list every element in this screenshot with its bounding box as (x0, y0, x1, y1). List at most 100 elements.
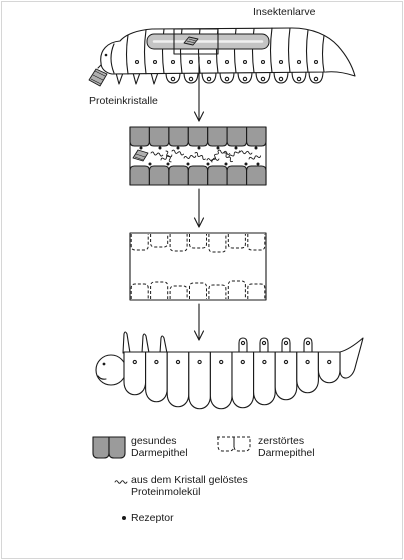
proleg (238, 337, 248, 354)
spiracle (278, 59, 284, 65)
healthy-epithelium-cells (129, 126, 267, 186)
larva-eye (104, 53, 108, 57)
legend: gesundes Darmepithel zerstörtes Darmepit… (92, 435, 315, 524)
receptor (254, 146, 258, 150)
body-segment (296, 351, 319, 394)
receptor (176, 146, 180, 150)
healthy-cell-lower (207, 165, 228, 186)
larva-mouth (97, 375, 107, 380)
healthy-cell-upper (226, 126, 248, 147)
healthy-cell-lower (129, 165, 150, 186)
proleg-crochet (170, 76, 176, 82)
protein-molecule (150, 151, 164, 157)
segment-boundary (197, 28, 201, 74)
legend-healthy-cell (92, 436, 110, 459)
protein-molecules (150, 149, 262, 163)
legend-receptor-label: Rezeptor (131, 512, 174, 524)
proleg-crochet (260, 76, 266, 82)
larva-head (97, 43, 115, 74)
proleg-crochet (305, 340, 311, 346)
legend-healthy-line2: Darmepithel (131, 447, 188, 459)
dissolving-crystal (132, 149, 149, 162)
legend-healthy-cell (108, 436, 126, 459)
thoracic-leg (141, 333, 150, 354)
spiracle (313, 59, 319, 65)
legend-destroyed-line2: Darmepithel (258, 447, 315, 459)
legend-healthy-icon (92, 436, 126, 459)
spiracle (197, 359, 202, 365)
healthy-larva (97, 27, 356, 85)
destroyed-cell-upper (227, 234, 246, 249)
crystal-hatching (186, 38, 197, 44)
healthy-cell-lower (226, 165, 248, 186)
proleg-crochet (278, 76, 284, 82)
receptor (197, 146, 201, 150)
legend-destroyed-cell (217, 437, 235, 452)
protein-molecule (165, 150, 172, 163)
proleg-crochet (242, 76, 248, 82)
protein-molecule (228, 150, 240, 158)
protein-molecule (211, 151, 219, 163)
protein-molecule (217, 149, 231, 155)
larva-mouth (97, 64, 102, 69)
proleg-crochet (313, 76, 319, 82)
segment-boundary (305, 29, 309, 73)
legend-protein-line2: Proteinmolekül (131, 486, 200, 498)
protein-molecule (171, 149, 185, 156)
receptors (139, 146, 260, 166)
proleg-crochet (261, 340, 267, 346)
legend-receptor-icon (122, 516, 126, 520)
larva-tail (339, 337, 364, 379)
arrowhead (193, 330, 205, 341)
dead-larva (95, 331, 364, 410)
head-boundary (110, 43, 115, 74)
spiracle (327, 359, 332, 365)
thoracic-leg (122, 331, 131, 354)
spiracle (188, 59, 194, 65)
destroyed-cell-lower (130, 283, 149, 299)
destroyed-cell-lower (208, 284, 227, 299)
healthy-cell-lower (187, 165, 209, 186)
spiracle (240, 359, 245, 365)
legend-protein-line1: aus dem Kristall gelöstes (131, 474, 248, 486)
crystal-hatching (134, 153, 146, 161)
receptor (234, 146, 238, 150)
destroyed-cell-upper (150, 234, 169, 248)
healthy-cell-upper (187, 126, 209, 147)
protein-crystal (88, 68, 108, 87)
legend-destroyed-line1: zerstörtes (258, 435, 304, 447)
larva-segments (125, 27, 325, 75)
receptor (148, 162, 152, 166)
spiracle (134, 59, 140, 65)
spiracle (305, 359, 310, 365)
larva-label: Insektenlarve (253, 6, 316, 18)
body-segment (123, 351, 147, 396)
larva-segments (123, 351, 341, 410)
proleg (303, 337, 313, 354)
protein-molecule (239, 150, 253, 155)
segment-boundary (269, 27, 273, 74)
healthy-cell-upper (168, 126, 189, 147)
protein-crystal-label: Proteinkristalle (89, 95, 158, 107)
segment-boundary (287, 27, 291, 73)
healthy-cell-lower (246, 165, 267, 186)
spiracle (152, 59, 158, 65)
protein-molecule (194, 152, 206, 160)
crystal-hatching (90, 70, 106, 85)
segment-boundary (179, 28, 183, 74)
proleg-crochet (283, 340, 289, 346)
destroyed-cell-upper (189, 234, 207, 249)
spiracle (224, 59, 230, 65)
spiracle (175, 359, 181, 365)
healthy-cell-upper (129, 126, 150, 147)
receptor (256, 162, 260, 166)
legend-protein-molecule-icon (114, 480, 128, 484)
spiracle (206, 59, 212, 65)
proleg (281, 337, 291, 354)
proleg-crochet (224, 76, 230, 82)
receptor (224, 162, 228, 166)
body-segment (253, 351, 276, 406)
